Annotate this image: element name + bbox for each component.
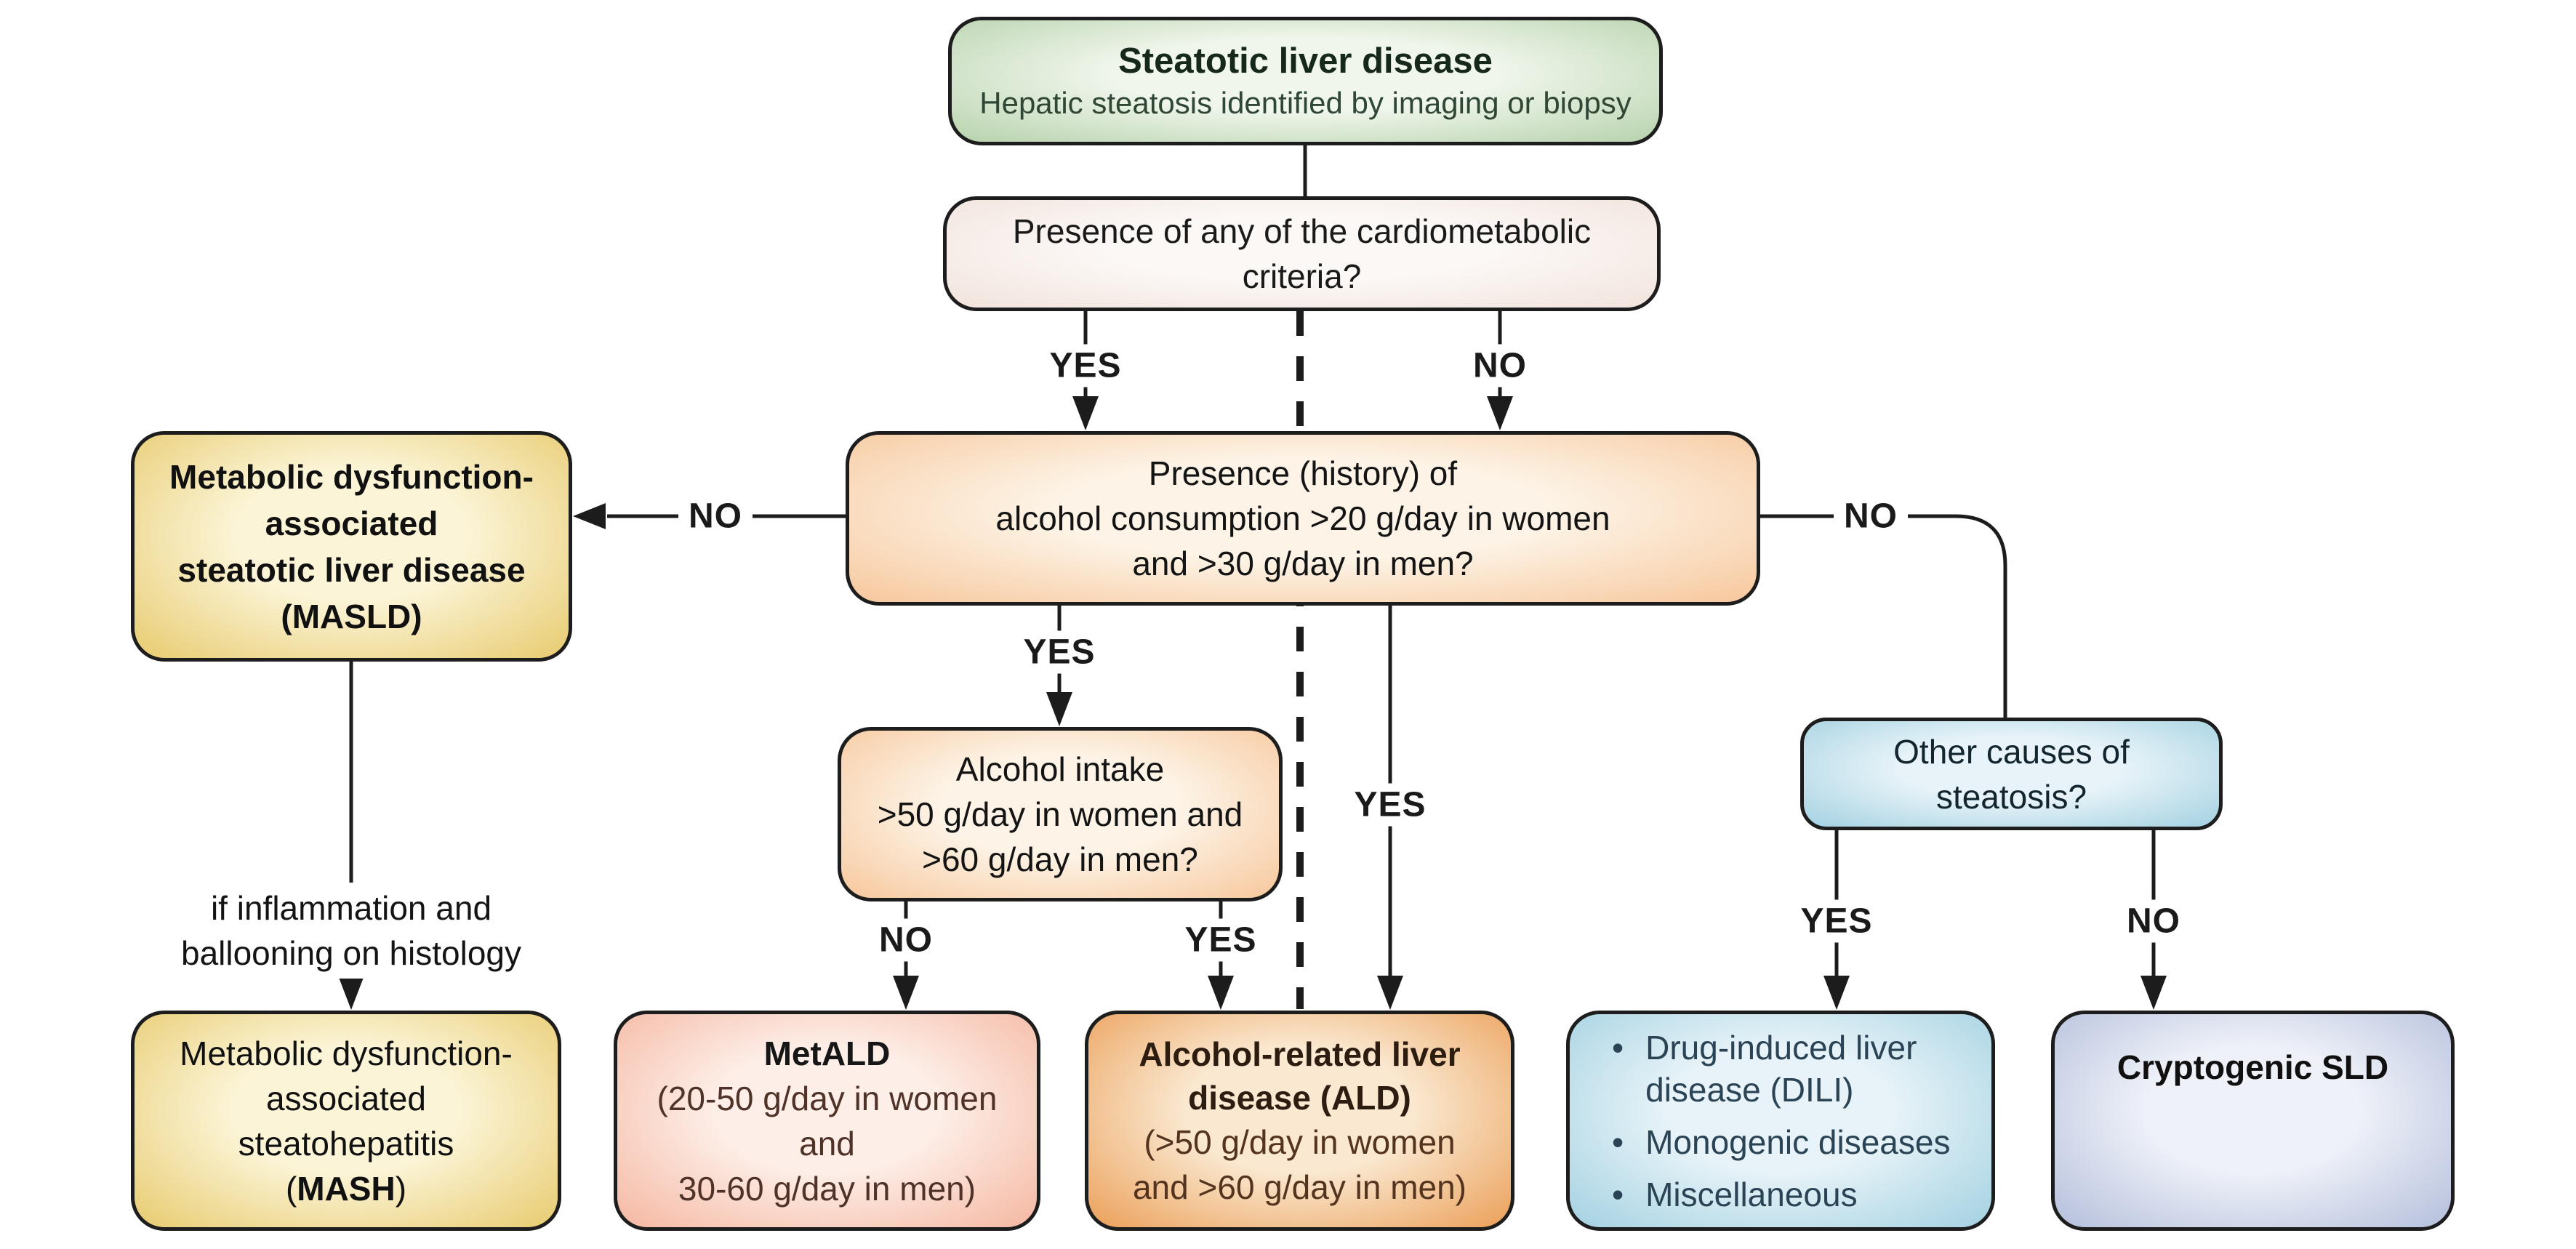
arrowhead-mash [338, 976, 364, 1010]
note-line: ballooning on histology [180, 934, 522, 972]
bullet-icon: • [1612, 1123, 1624, 1161]
branch-label-no: NO [2116, 899, 2191, 943]
node-text-line: and >60 g/day in men) [1132, 1168, 1467, 1206]
list-item: • Monogenic diseases [1612, 1121, 1965, 1163]
branch-label-no: NO [869, 918, 943, 962]
mash-abbr: MASH [297, 1169, 396, 1208]
node-text-line: >60 g/day in men? [922, 840, 1198, 878]
arrowhead-ald [1208, 976, 1234, 1010]
branch-label-yes: YES [1039, 344, 1132, 387]
node-text-line: (>50 g/day in women [1144, 1123, 1456, 1161]
node-text-line: >50 g/day in women and [877, 795, 1243, 833]
node-text-line: Other causes of [1893, 732, 2130, 771]
list-item: • Drug-induced liver disease (DILI) [1612, 1027, 1965, 1111]
histology-condition-note: if inflammation and ballooning on histol… [173, 883, 529, 979]
mash-paren-close: ) [395, 1169, 407, 1208]
arrowhead-ald-direct [1377, 976, 1403, 1010]
list-item-text: Drug-induced liver disease (DILI) [1645, 1028, 1917, 1109]
node-other-causes-list: • Drug-induced liver disease (DILI) • Mo… [1566, 1011, 1995, 1231]
branch-label-no: NO [1463, 344, 1537, 387]
branch-label-yes: YES [1013, 630, 1106, 674]
node-steatotic-liver-disease: Steatotic liver disease Hepatic steatosi… [948, 17, 1663, 145]
node-alcohol-history: Presence (history) of alcohol consumptio… [846, 431, 1760, 606]
node-text-line: steatosis? [1935, 777, 2087, 816]
note-line: if inflammation and [210, 889, 492, 927]
node-text-line: (MASLD) [281, 597, 422, 635]
bullet-icon: • [1612, 1175, 1624, 1213]
node-text-line: and >30 g/day in men? [1132, 545, 1474, 582]
node-text-line: Alcohol intake [955, 750, 1165, 788]
mash-paren-open: ( [285, 1169, 297, 1208]
node-subtitle: Hepatic steatosis identified by imaging … [979, 85, 1632, 120]
node-alcohol-intake: Alcohol intake >50 g/day in women and >6… [838, 727, 1283, 901]
branch-label-yes: YES [1344, 783, 1437, 827]
arrowhead-metald [893, 976, 919, 1010]
arrowhead-central-no [1487, 396, 1513, 430]
node-text-line: (MASH) [286, 1166, 406, 1211]
node-text-line: associated [266, 1079, 426, 1117]
node-cryptogenic-sld: Cryptogenic SLD [2051, 1011, 2455, 1231]
list-item-text: Monogenic diseases [1645, 1123, 1951, 1161]
bullet-icon: • [1612, 1028, 1624, 1067]
node-text-line: associated [265, 504, 438, 542]
arrowhead-central-yes [1072, 396, 1099, 430]
node-text-line: steatotic liver disease [177, 550, 526, 589]
node-text-line: Metabolic dysfunction- [180, 1034, 513, 1072]
list-item-text: Miscellaneous [1645, 1175, 1858, 1213]
node-text-line: steatohepatitis [238, 1124, 454, 1162]
node-title-line: disease (ALD) [1188, 1078, 1411, 1117]
branch-label-yes: YES [1174, 918, 1267, 962]
node-text-line: and [799, 1124, 855, 1162]
arrowhead-dili [1823, 976, 1850, 1010]
arrowheads [338, 396, 2167, 1010]
node-title: Cryptogenic SLD [2116, 1048, 2389, 1086]
node-text-line: 30-60 g/day in men) [678, 1169, 976, 1208]
node-title: Steatotic liver disease [1118, 41, 1493, 81]
node-text: Presence of any of the cardiometabolic c… [1012, 212, 1592, 295]
node-text-line: alcohol consumption >20 g/day in women [995, 499, 1610, 537]
node-masld: Metabolic dysfunction- associated steato… [131, 431, 572, 662]
node-title: MetALD [763, 1034, 891, 1072]
node-metald: MetALD (20-50 g/day in women and 30-60 g… [614, 1011, 1040, 1231]
node-cardiometabolic-criteria: Presence of any of the cardiometabolic c… [943, 196, 1661, 311]
list-item: • Miscellaneous [1612, 1173, 1965, 1216]
node-text-line: Presence (history) of [1148, 454, 1458, 492]
node-text-line: Metabolic dysfunction- [169, 457, 534, 496]
node-title-line: Alcohol-related liver [1139, 1035, 1461, 1073]
node-text-line: (20-50 g/day in women [657, 1079, 998, 1117]
node-mash: Metabolic dysfunction- associated steato… [131, 1011, 561, 1231]
arrowhead-crypto [2140, 976, 2167, 1010]
branch-label-yes: YES [1790, 899, 1883, 943]
arrowhead-alcohol [1046, 692, 1072, 726]
branch-label-no: NO [1834, 494, 1908, 538]
arrowhead-masld [573, 503, 606, 529]
branch-label-no: NO [678, 494, 753, 538]
node-ald: Alcohol-related liver disease (ALD) (>50… [1085, 1011, 1514, 1231]
node-other-causes: Other causes of steatosis? [1800, 718, 2223, 830]
connector-central-to-other [1760, 514, 2007, 718]
